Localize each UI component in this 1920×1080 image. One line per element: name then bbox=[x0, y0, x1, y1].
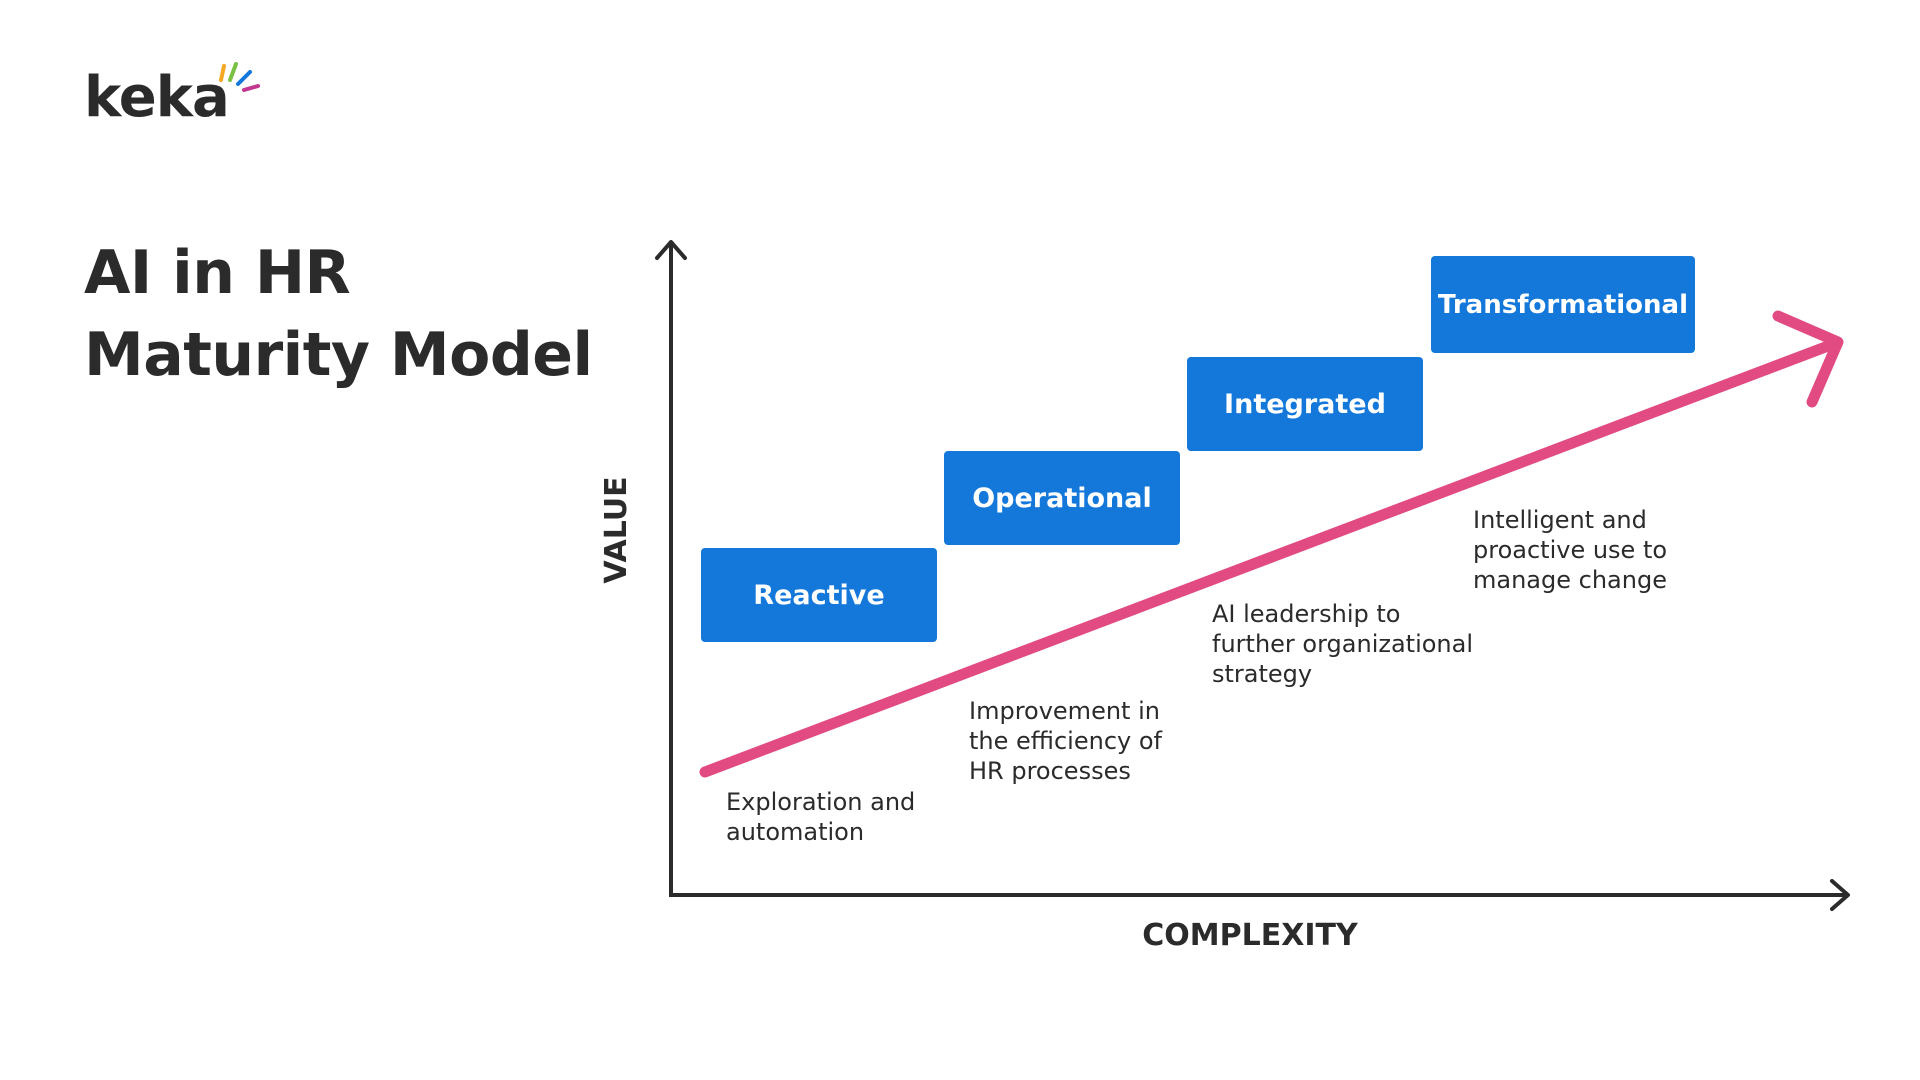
stage-box-reactive: Reactive bbox=[701, 548, 937, 642]
stage-description-transformational: Intelligent and proactive use to manage … bbox=[1473, 506, 1668, 594]
logo-sparks-icon bbox=[219, 62, 260, 92]
stage-description-reactive: Exploration and automation bbox=[726, 788, 916, 846]
x-axis-label: COMPLEXITY bbox=[1142, 918, 1358, 953]
trend-arrow-line bbox=[699, 337, 1842, 778]
x-axis-arrowhead bbox=[1830, 879, 1850, 911]
y-axis-label: VALUE bbox=[599, 476, 634, 584]
title-line-2: Maturity Model bbox=[84, 320, 593, 390]
trend-arrow-head bbox=[1772, 310, 1844, 408]
page-title: AI in HR Maturity Model bbox=[84, 232, 604, 396]
logo-wordmark: keka bbox=[84, 65, 230, 130]
stage-description-integrated: AI leadership to further organizational … bbox=[1212, 600, 1474, 688]
stage-box-transformational: Transformational bbox=[1431, 256, 1695, 353]
stage-box-integrated: Integrated bbox=[1187, 357, 1423, 451]
y-axis-arrowhead bbox=[655, 240, 687, 260]
stage-box-operational: Operational bbox=[944, 451, 1180, 545]
keka-logo: keka bbox=[84, 62, 284, 142]
stage-description-operational: Improvement in the efficiency of HR proc… bbox=[969, 697, 1162, 785]
title-line-1: AI in HR bbox=[84, 238, 351, 308]
